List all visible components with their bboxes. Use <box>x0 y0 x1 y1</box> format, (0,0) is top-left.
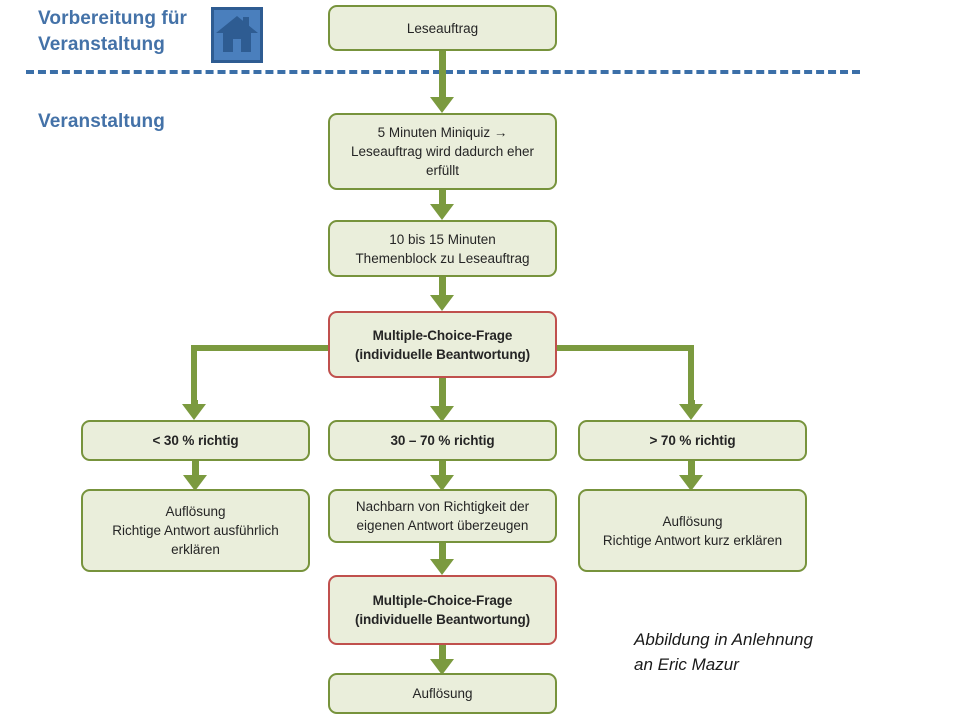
node-multiple-choice-frage-1[interactable]: Multiple-Choice-Frage (individuelle Bean… <box>328 311 557 378</box>
arrow-branch-left-head <box>182 400 206 422</box>
arrow-mid-label-to-nachbarn <box>430 461 454 491</box>
connector-branch-right-vertical <box>688 345 694 403</box>
arrow-high-label-to-aufloesung <box>679 461 703 491</box>
node-branch-label-low[interactable]: < 30 % richtig <box>81 420 310 461</box>
node-nachbarn-ueberzeugen[interactable]: Nachbarn von Richtigkeit der eigenen Ant… <box>328 489 557 543</box>
node-branch-label-high[interactable]: > 70 % richtig <box>578 420 807 461</box>
arrow-branch-right-head <box>679 400 703 422</box>
node-aufloesung-low[interactable]: Auflösung Richtige Antwort ausführlich e… <box>81 489 310 572</box>
node-aufloesung-high[interactable]: Auflösung Richtige Antwort kurz erklären <box>578 489 807 572</box>
arrow-themenblock-to-mcfrage <box>430 277 454 311</box>
node-aufloesung-final[interactable]: Auflösung <box>328 673 557 714</box>
node-branch-label-mid[interactable]: 30 – 70 % richtig <box>328 420 557 461</box>
arrow-mcfrage2-to-aufloesung <box>430 645 454 675</box>
house-icon <box>211 7 263 63</box>
arrow-leseauftrag-to-miniquiz <box>430 51 454 113</box>
connector-branch-left-vertical <box>191 345 197 403</box>
arrow-low-label-to-aufloesung <box>183 461 207 491</box>
node-multiple-choice-frage-2[interactable]: Multiple-Choice-Frage (individuelle Bean… <box>328 575 557 645</box>
node-miniquiz[interactable]: 5 Minuten Miniquiz → Leseauftrag wird da… <box>328 113 557 190</box>
section-title-preparation: Vorbereitung für Veranstaltung <box>38 8 188 55</box>
connector-branch-left-horizontal <box>191 345 332 351</box>
arrow-nachbarn-to-mcfrage2 <box>430 543 454 575</box>
node-leseauftrag[interactable]: Leseauftrag <box>328 5 557 51</box>
figure-caption: Abbildung in Anlehnung an Eric Mazur <box>634 630 813 674</box>
node-themenblock[interactable]: 10 bis 15 Minuten Themenblock zu Leseauf… <box>328 220 557 277</box>
section-title-event: Veranstaltung <box>38 111 165 132</box>
arrow-miniquiz-to-themenblock <box>430 190 454 220</box>
connector-branch-right-horizontal <box>553 345 694 351</box>
arrow-branch-center <box>430 378 454 422</box>
